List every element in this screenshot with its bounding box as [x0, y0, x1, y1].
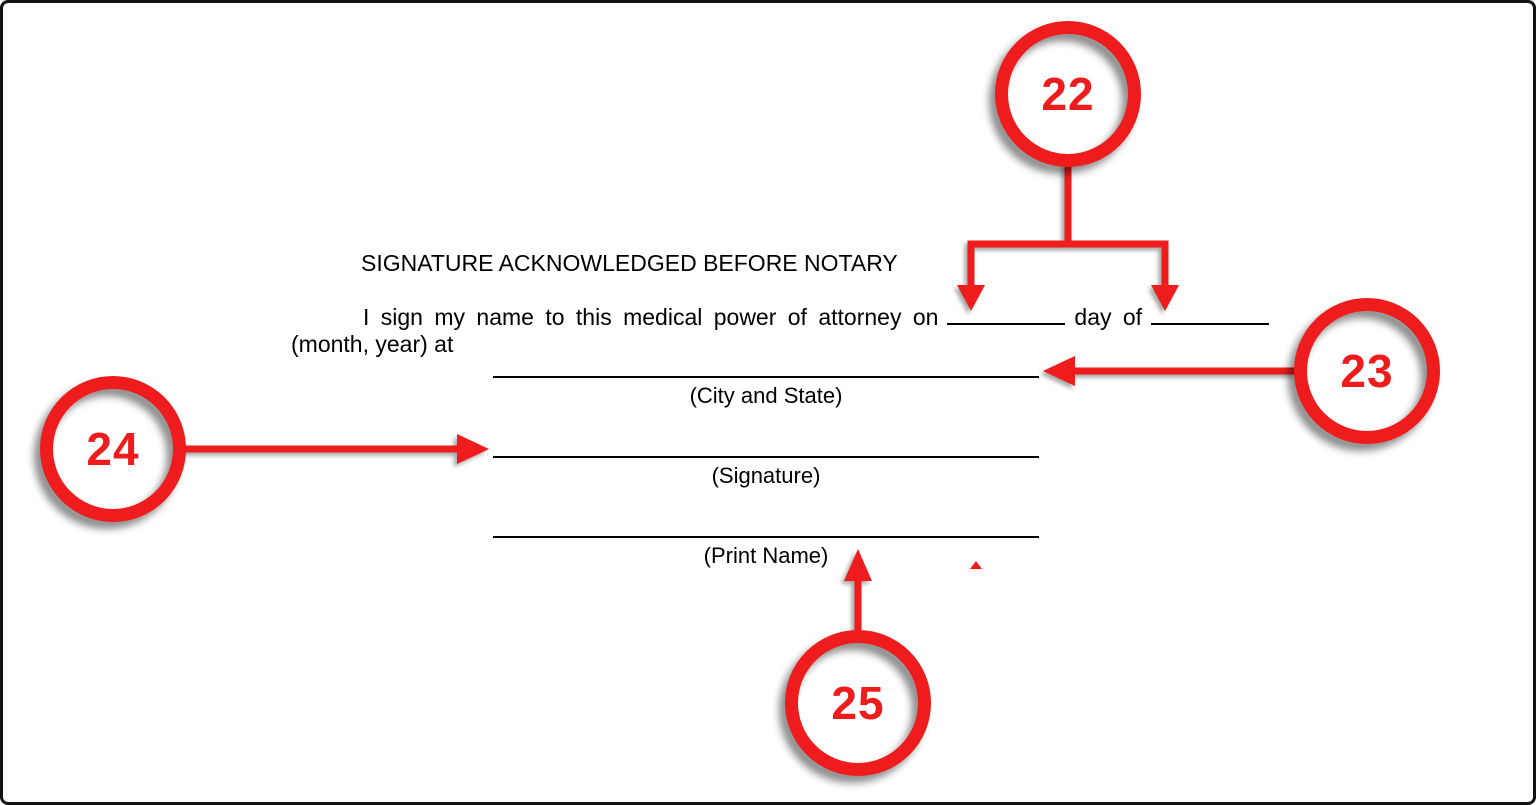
body-text-line2: (month, year) at — [291, 331, 454, 357]
print-name-label: (Print Name) — [703, 543, 829, 568]
city-state-label: (City and State) — [689, 383, 843, 408]
city-state-line — [493, 376, 1039, 378]
day-blank-field — [947, 305, 1066, 325]
body-text-line1: I sign my name to this medical power of … — [363, 304, 1278, 331]
callout-24-arrow — [183, 434, 489, 464]
callout-22: 22 — [995, 21, 1141, 167]
month-blank-field — [1151, 305, 1270, 325]
sentence-part2: day of — [1074, 304, 1143, 330]
callout-22-connector-arrows — [957, 163, 1179, 311]
print-name-line — [493, 536, 1039, 538]
callout-23-arrow — [1043, 356, 1297, 386]
sentence-part1: I sign my name to this medical power of … — [363, 304, 939, 330]
signature-label: (Signature) — [711, 463, 821, 488]
callout-25: 25 — [785, 630, 931, 776]
callout-23: 23 — [1294, 298, 1440, 444]
signature-line — [493, 456, 1039, 458]
callout-23-number: 23 — [1340, 345, 1394, 397]
section-title: SIGNATURE ACKNOWLEDGED BEFORE NOTARY — [361, 250, 898, 276]
callout-22-number: 22 — [1041, 68, 1095, 120]
callout-24: 24 — [40, 376, 186, 522]
callout-25-number: 25 — [831, 677, 885, 729]
callout-24-number: 24 — [86, 423, 140, 475]
